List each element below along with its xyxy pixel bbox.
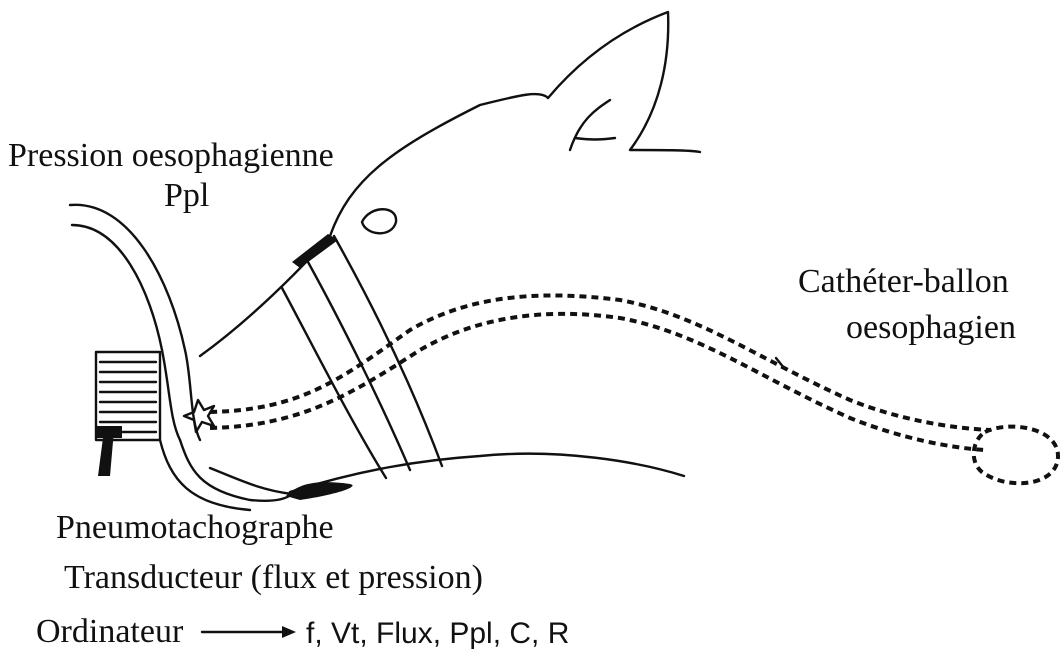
- label-outputs: f, Vt, Flux, Ppl, C, R: [306, 614, 569, 654]
- mouth-shadow: [286, 482, 353, 500]
- label-catheter-2: oesophagien: [846, 308, 1016, 348]
- label-ppl: Ppl: [164, 176, 209, 216]
- tube-inner: [72, 225, 180, 440]
- tube-lower-2: [160, 440, 250, 510]
- star-valve: [184, 400, 214, 432]
- right-arrow-icon: [202, 626, 296, 638]
- pneumotach-device: [96, 352, 160, 476]
- balloon: [974, 427, 1058, 484]
- ear-inner: [570, 100, 615, 150]
- label-pneumotach: Pneumotachographe: [56, 508, 334, 548]
- tube-outer: [70, 205, 200, 440]
- label-catheter-1: Cathéter-ballon: [798, 262, 1009, 302]
- strap-top-shadow: [292, 234, 338, 268]
- eye: [362, 209, 396, 233]
- label-computer: Ordinateur: [36, 612, 183, 652]
- label-transducer: Transducteur (flux et pression): [64, 558, 483, 598]
- strap-3: [334, 236, 442, 466]
- head-outline: [200, 12, 700, 356]
- chin-line: [210, 468, 292, 494]
- label-esophageal-pressure: Pression oesophagienne: [8, 136, 334, 176]
